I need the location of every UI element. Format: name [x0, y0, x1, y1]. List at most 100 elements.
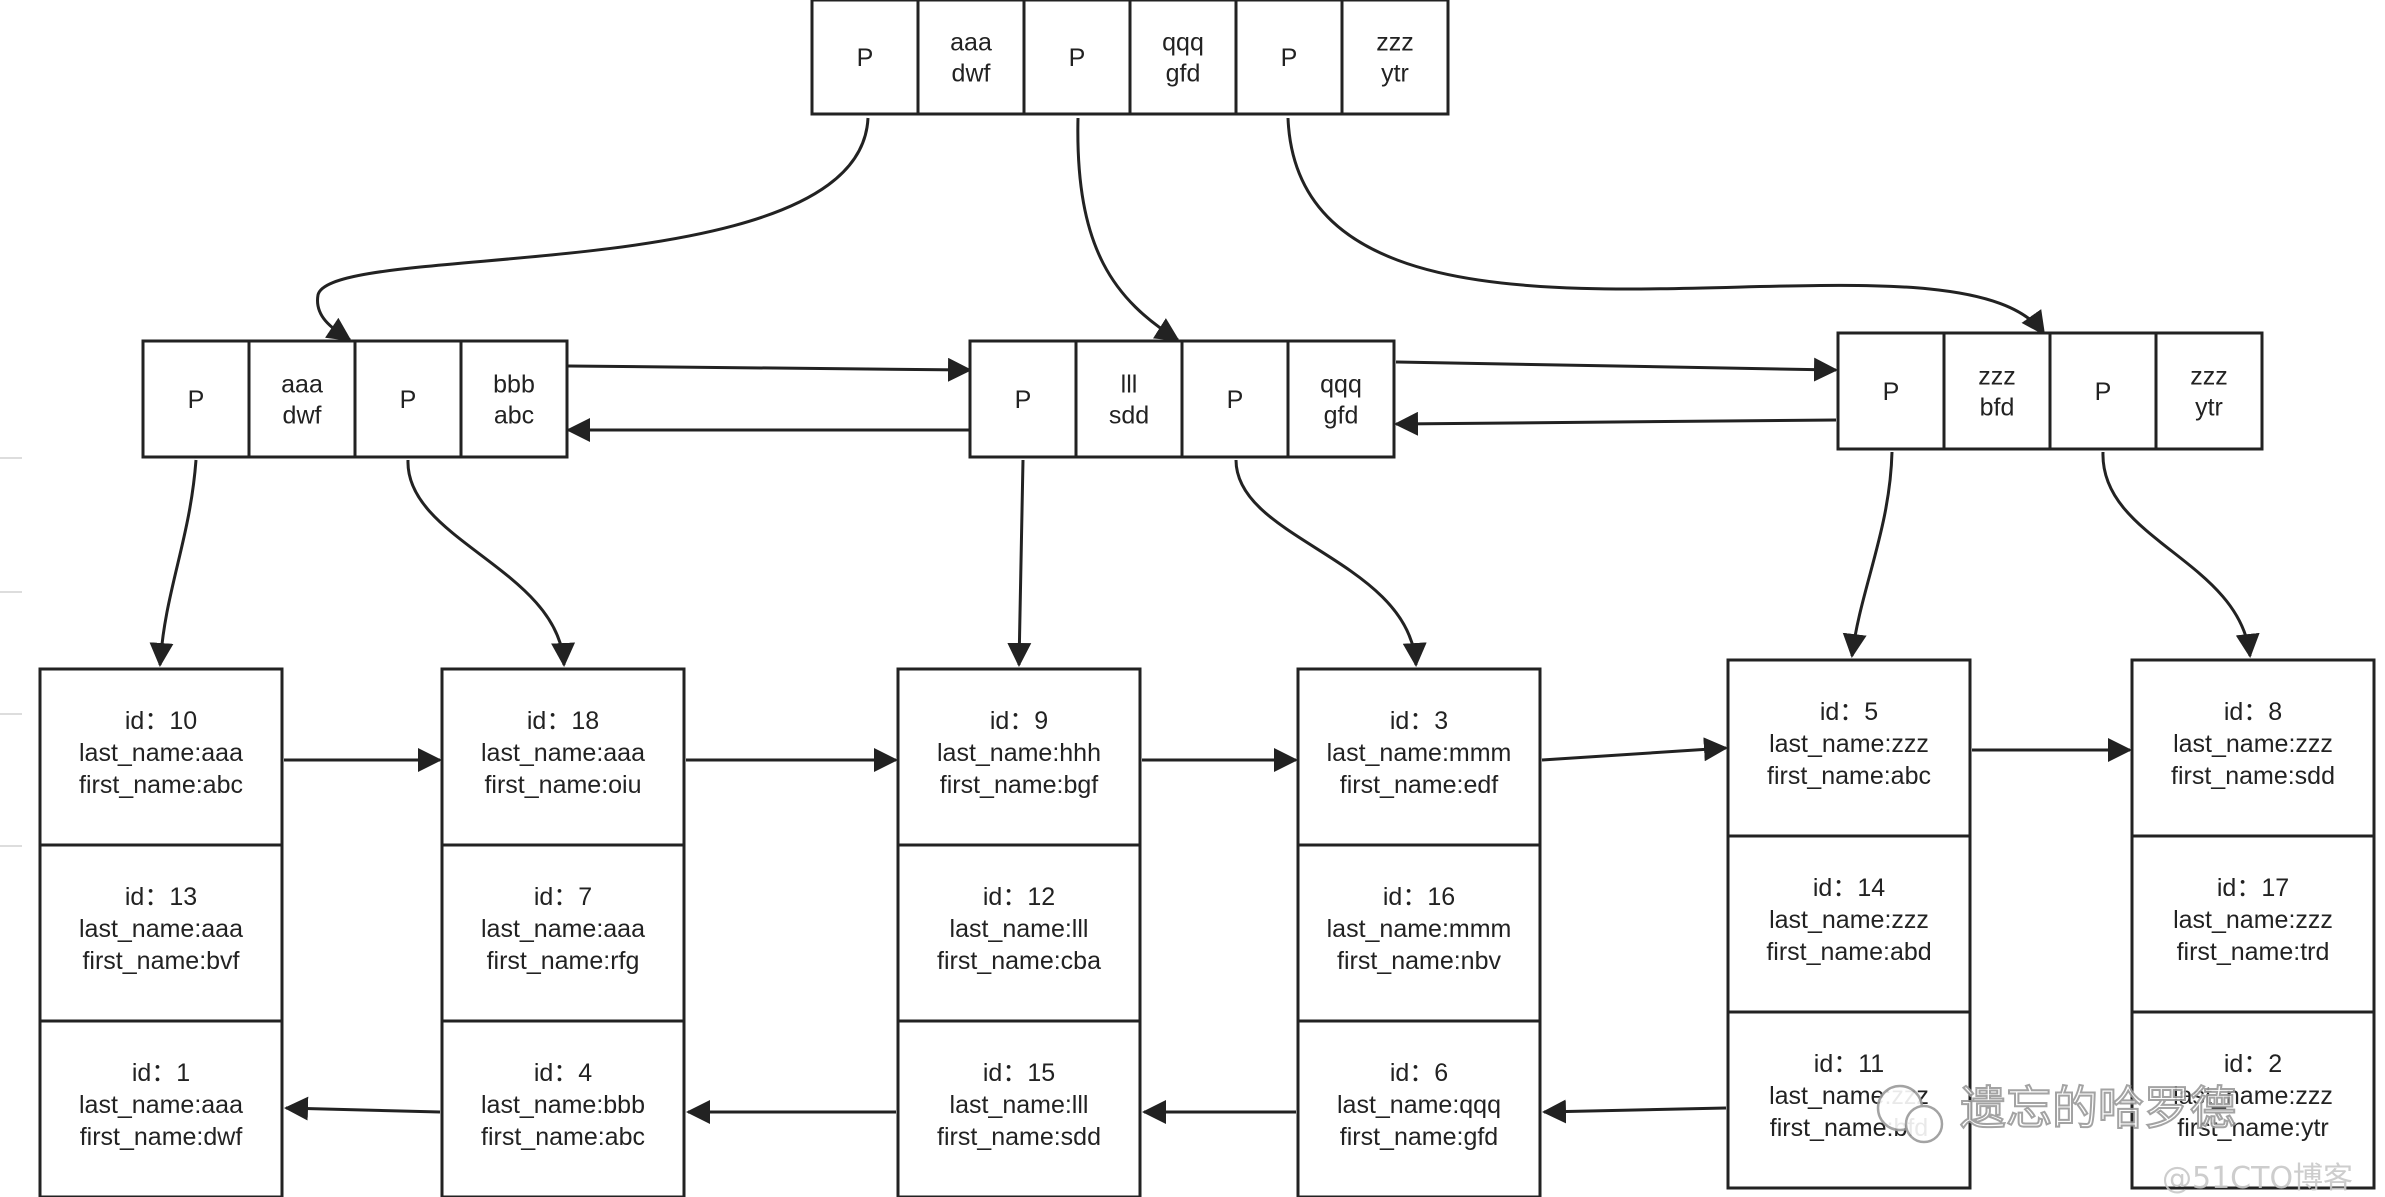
- leaf-record-box: [1296, 1019, 1542, 1197]
- internal-1-next: [567, 357, 972, 382]
- link-internal-3-to-leaf-6: [2101, 451, 2260, 658]
- record-first-name: first_name:dwf: [80, 1123, 243, 1151]
- record-first-name: first_name:abc: [481, 1123, 645, 1151]
- internal-3-cell-box: [2154, 331, 2264, 451]
- record-id: id：14: [1813, 874, 1885, 902]
- pointer-links: [149, 117, 2260, 667]
- record-last-name: last_name:aaa: [79, 739, 243, 767]
- record-first-name: first_name:oiu: [484, 771, 641, 799]
- record-id: id：10: [125, 707, 197, 735]
- leaf-5-to-4: [1542, 1099, 1727, 1124]
- leaf-record-box: [2130, 1010, 2376, 1190]
- record-last-name: last_name:zzz: [2173, 906, 2333, 934]
- internal-1-cell-box: [459, 339, 569, 459]
- internal-2-cell-box: [1074, 339, 1184, 459]
- record-last-name: last_name:bbb: [481, 1091, 645, 1119]
- link-root-to-internal-2: [1076, 117, 1180, 342]
- record-id: id：9: [990, 707, 1048, 735]
- record-last-name: last_name:zzz: [2173, 1082, 2333, 1110]
- root-cell-2: P: [1022, 0, 1132, 116]
- internal-3-cell-0: P: [1836, 331, 1946, 451]
- record-id: id：5: [1820, 698, 1878, 726]
- root-cell-box: [916, 0, 1026, 116]
- root-cell-4: P: [1234, 0, 1344, 116]
- leaf-record: id：2 last_name:zzz first_name:ytr: [2130, 1010, 2376, 1190]
- internal-2-cell-2: P: [1180, 339, 1290, 459]
- record-first-name: first_name:sdd: [2171, 762, 2335, 790]
- link-internal-1-to-leaf-2: [406, 459, 576, 667]
- link-internal-3-to-leaf-5: [1842, 451, 1894, 658]
- link-root-to-internal-3: [1286, 117, 2046, 336]
- record-id: id：17: [2217, 874, 2289, 902]
- record-first-name: first_name:nbv: [1337, 947, 1501, 975]
- leaf-node-4: id：3last_name:mmmfirst_name:edfid：16last…: [1296, 667, 1542, 1197]
- record-first-name: first_name:ytr: [2177, 1114, 2328, 1142]
- record-id: id：2: [2224, 1050, 2282, 1078]
- leaf-record-box: [2130, 658, 2376, 838]
- pointer-label: P: [1227, 386, 1244, 414]
- internal-1-cell-2: P: [353, 339, 463, 459]
- root-cell-box: [1340, 0, 1450, 116]
- internal-3-cell-box: [1836, 331, 1946, 451]
- leaf-record-box: [896, 667, 1142, 847]
- internal-sibling-links: [566, 357, 1838, 442]
- record-last-name: last_name:qqq: [1337, 1091, 1501, 1119]
- record-id: id：11: [1814, 1050, 1884, 1078]
- record-last-name: last_name:lll: [950, 915, 1089, 943]
- internal-1-cell-0: P: [141, 339, 251, 459]
- pointer-label: P: [1281, 44, 1298, 72]
- record-last-name: last_name:mmm: [1327, 739, 1512, 767]
- pointer-label: P: [1015, 386, 1032, 414]
- leaf-record-box: [38, 1019, 284, 1197]
- wechat-icon: [1876, 1084, 1944, 1144]
- internal-2-next: [1395, 357, 1838, 382]
- record-first-name: first_name:trd: [2177, 938, 2330, 966]
- record-id: id：18: [527, 707, 599, 735]
- leaf-nodes: id：10 last_name:aaa first_name:abc id：13las…: [38, 658, 2376, 1197]
- watermark: 遗忘的哈罗德 @51CTO博客: [1876, 1080, 2353, 1196]
- internal-1-cell-box: [353, 339, 463, 459]
- link-root-to-internal-1: [316, 117, 870, 342]
- leaf-sibling-links: [284, 737, 2132, 1124]
- record-first-name: first_name:bgf: [940, 771, 1098, 799]
- internal-2-cell-box: [1286, 339, 1396, 459]
- record-last-name: last_name:zzz: [1769, 730, 1929, 758]
- link-internal-2-to-leaf-3: [1007, 459, 1032, 667]
- leaf-record-box: [1296, 667, 1542, 847]
- record-first-name: first_name:rfg: [487, 947, 640, 975]
- internal-1-cell-box: [141, 339, 251, 459]
- record-id: id：7: [534, 883, 592, 911]
- leaf-record-box: [2130, 834, 2376, 1014]
- record-last-name: last_name:hhh: [937, 739, 1101, 767]
- leaf-2-to-1: [284, 1096, 441, 1121]
- record-last-name: last_name:aaa: [79, 915, 243, 943]
- record-last-name: last_name:lll: [950, 1091, 1089, 1119]
- record-id: id：1: [132, 1059, 190, 1087]
- record-first-name: first_name:cba: [937, 947, 1101, 975]
